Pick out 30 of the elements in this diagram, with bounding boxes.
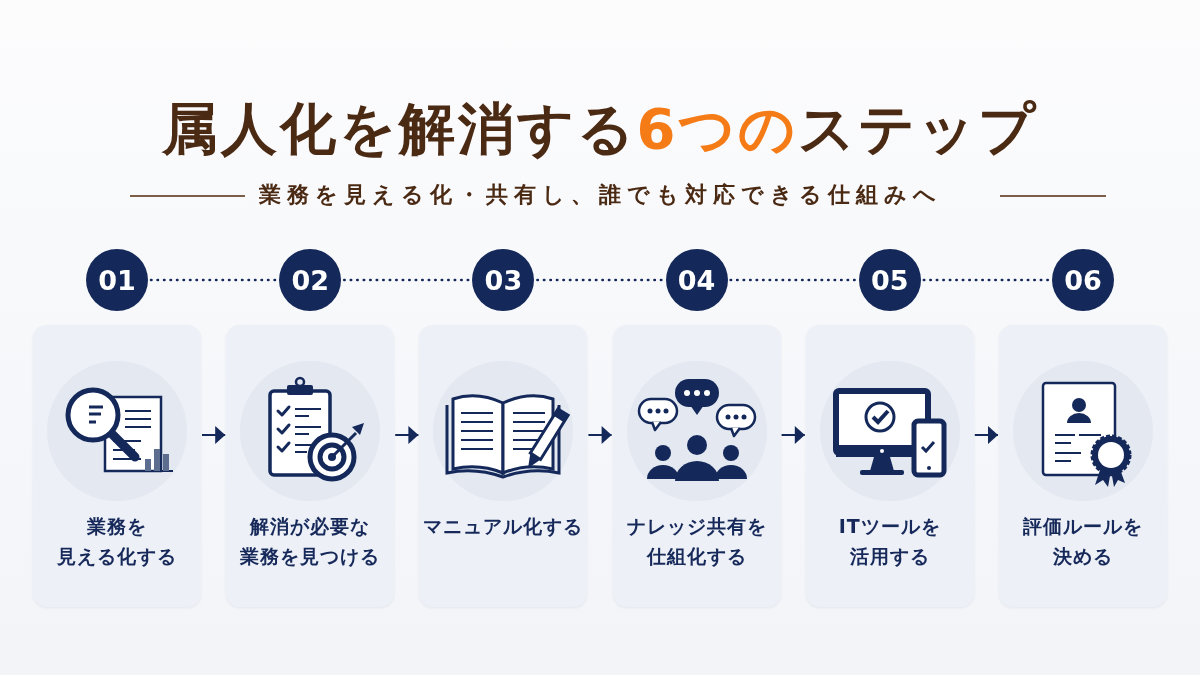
step-card xyxy=(226,325,395,607)
dotted-connector xyxy=(922,278,1051,282)
step-number-circle: 03 xyxy=(472,249,535,311)
step-number-circle: 06 xyxy=(1052,249,1114,311)
step-card xyxy=(33,325,201,607)
step-number-circle: 04 xyxy=(665,249,728,311)
dotted-connector xyxy=(342,278,471,282)
step-label: 業務を見える化する xyxy=(56,514,178,569)
step-number-circle: 01 xyxy=(86,249,148,311)
step-card xyxy=(805,325,974,607)
step-label: 評価ルールを決める xyxy=(1022,514,1144,569)
dotted-connector xyxy=(729,278,858,282)
step-card xyxy=(419,325,588,607)
arrow xyxy=(587,426,613,444)
arrow xyxy=(394,426,420,444)
arrow xyxy=(780,426,806,444)
dotted-connector xyxy=(149,278,278,282)
step-card xyxy=(612,325,781,607)
step-label: マニュアル化する xyxy=(423,514,584,539)
step-label: ITツールを活用する xyxy=(837,514,942,569)
subtitle: 業務を見える化・共有し、誰でも対応できる仕組みへ xyxy=(258,181,942,209)
arrow xyxy=(973,426,999,444)
dotted-connector xyxy=(536,278,664,282)
step-label: 解消が必要な業務を見つける xyxy=(239,514,382,569)
step-label: ナレッジ共有を仕組化する xyxy=(625,514,768,569)
step-card xyxy=(999,325,1167,607)
step-number-circle: 05 xyxy=(858,249,921,311)
step-number-circle: 02 xyxy=(279,249,342,311)
arrow xyxy=(201,426,227,444)
title: 属人化を解消する6つのステップ xyxy=(161,95,1039,163)
